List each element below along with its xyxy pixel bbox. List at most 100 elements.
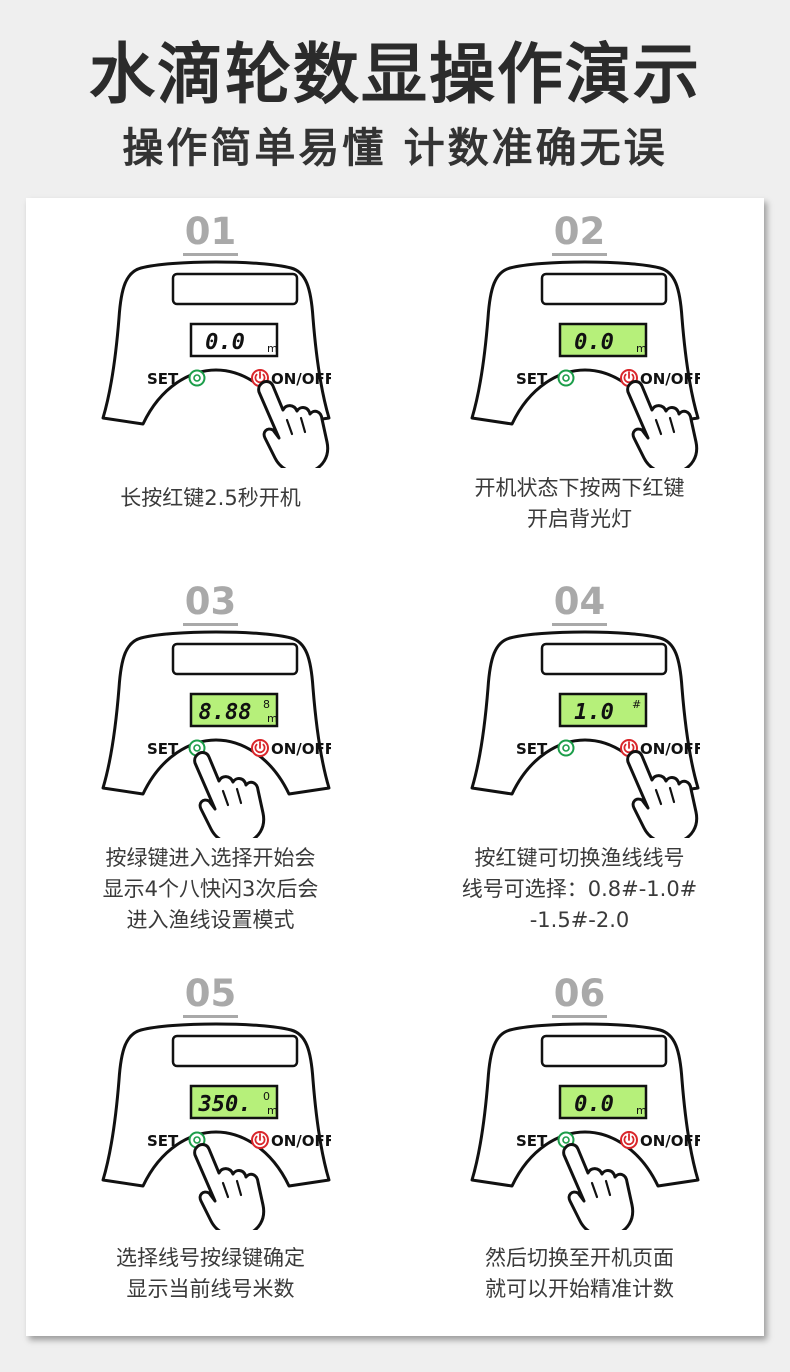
lcd-display	[558, 692, 648, 728]
page-title: 水滴轮数显操作演示	[89, 36, 701, 113]
lcd-superscript: #	[632, 698, 641, 711]
gear-icon	[193, 744, 201, 752]
step-number: 06	[395, 972, 764, 1018]
step-number: 05	[26, 972, 395, 1018]
power-icon	[623, 371, 635, 384]
step-number-text: 05	[182, 972, 239, 1018]
power-icon	[623, 1133, 635, 1146]
power-button[interactable]	[620, 739, 638, 757]
lcd-reading: 350.	[198, 1092, 252, 1117]
lcd-reading: 0.0	[574, 1092, 614, 1117]
set-label: SET	[147, 1132, 179, 1150]
power-icon	[254, 371, 266, 384]
lcd-unit: m	[267, 342, 278, 355]
power-icon	[623, 741, 635, 754]
step-number-text: 03	[182, 580, 239, 626]
lcd-reading: 1.0	[574, 700, 614, 725]
description-line: 开机状态下按两下红键	[474, 476, 685, 500]
onoff-label: ON/OFF	[271, 740, 331, 758]
step-number: 01	[26, 210, 395, 256]
onoff-label: ON/OFF	[640, 740, 700, 758]
onoff-label: ON/OFF	[271, 1132, 331, 1150]
step-description: 选择线号按绿键确定显示当前线号米数	[56, 1243, 365, 1305]
lcd-reading: 0.0	[574, 330, 614, 355]
gear-icon	[193, 374, 201, 382]
set-button[interactable]	[557, 369, 575, 387]
description-line: 显示当前线号米数	[126, 1277, 295, 1301]
description-line: 开启背光灯	[527, 507, 632, 531]
power-button[interactable]	[620, 1131, 638, 1149]
lcd-unit: m	[636, 1104, 647, 1117]
description-line: 长按红键2.5秒开机	[120, 486, 301, 510]
description-line: 按红键可切换渔线线号	[474, 846, 685, 870]
step-number-text: 02	[551, 210, 608, 256]
step-description: 按红键可切换渔线线号线号可选择：0.8#-1.0# -1.5#-2.0	[425, 843, 734, 936]
step-04: 04 1.0 # SET ON/OFF 按红键可切换渔线线号线号可选择：0.8#-1.0#…	[395, 568, 764, 948]
device-top-window	[540, 642, 668, 676]
gear-icon	[562, 1136, 570, 1144]
description-line: -1.5#-2.0	[529, 908, 630, 932]
step-number: 02	[395, 210, 764, 256]
pointing-hand-icon	[562, 1143, 635, 1230]
lcd-display	[558, 322, 648, 358]
pointing-hand-icon	[193, 751, 266, 838]
onoff-label: ON/OFF	[271, 370, 331, 388]
set-label: SET	[516, 740, 548, 758]
gear-icon	[562, 744, 570, 752]
step-description: 开机状态下按两下红键开启背光灯	[425, 473, 734, 535]
device-top-window	[171, 272, 299, 306]
device-top-window	[171, 1034, 299, 1068]
lcd-unit: m	[636, 342, 647, 355]
lcd-superscript: 8	[263, 698, 270, 711]
gear-icon	[562, 374, 570, 382]
step-description: 按绿键进入选择开始会显示4个八快闪3次后会进入渔线设置模式	[56, 843, 365, 936]
power-icon	[254, 741, 266, 754]
set-label: SET	[147, 740, 179, 758]
power-button[interactable]	[251, 739, 269, 757]
onoff-label: ON/OFF	[640, 370, 700, 388]
page-subtitle: 操作简单易懂 计数准确无误	[122, 124, 668, 172]
set-label: SET	[516, 1132, 548, 1150]
device-top-window	[540, 272, 668, 306]
lcd-reading: 0.0	[205, 330, 245, 355]
onoff-label: ON/OFF	[640, 1132, 700, 1150]
pointing-hand-icon	[626, 750, 699, 838]
lcd-display	[189, 1084, 279, 1120]
lcd-unit: m	[267, 1104, 278, 1117]
step-description: 然后切换至开机页面就可以开始精准计数	[425, 1243, 734, 1305]
set-label: SET	[516, 370, 548, 388]
description-line: 进入渔线设置模式	[126, 908, 295, 932]
power-button[interactable]	[251, 1131, 269, 1149]
set-button[interactable]	[188, 369, 206, 387]
step-number-text: 04	[551, 580, 608, 626]
counter-device: 1.0 # SET ON/OFF	[470, 630, 700, 838]
set-button[interactable]	[557, 739, 575, 757]
step-number: 04	[395, 580, 764, 626]
gear-icon	[193, 1136, 201, 1144]
power-icon	[254, 1133, 266, 1146]
lcd-unit: m	[267, 712, 278, 725]
lcd-display	[558, 1084, 648, 1120]
lcd-display	[189, 692, 279, 728]
lcd-reading: 8.88	[199, 700, 252, 725]
description-line: 线号可选择：0.8#-1.0#	[461, 877, 698, 901]
description-line: 就可以开始精准计数	[485, 1277, 674, 1301]
description-line: 显示4个八快闪3次后会	[102, 877, 319, 901]
pointing-hand-icon	[193, 1143, 266, 1230]
lcd-superscript: 0	[263, 1090, 270, 1103]
step-number-text: 01	[182, 210, 239, 256]
device-top-window	[540, 1034, 668, 1068]
set-label: SET	[147, 370, 179, 388]
pointing-hand-icon	[257, 380, 330, 468]
